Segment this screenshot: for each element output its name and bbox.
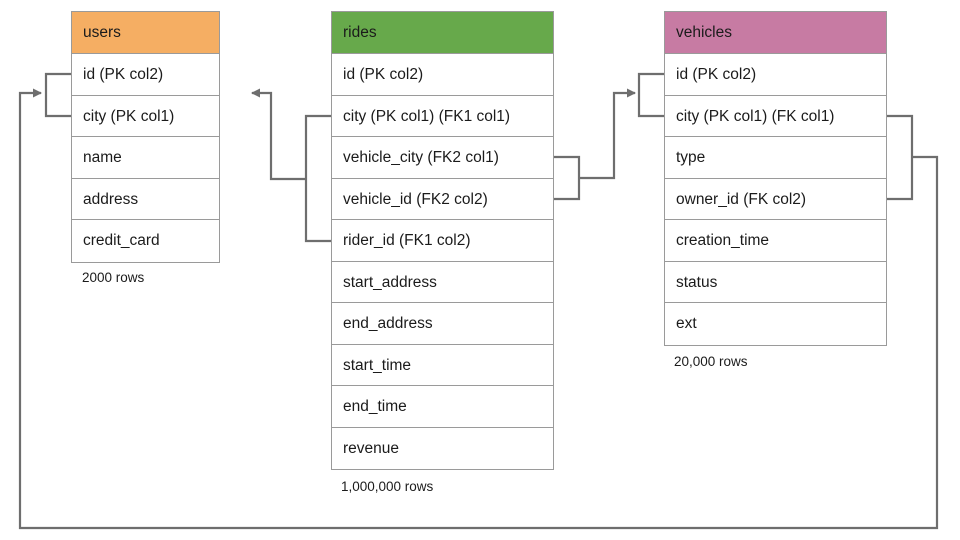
connector-rides-fk2-to-vehicles: [554, 72, 664, 201]
table-users-column-credit-card[interactable]: credit_card: [72, 220, 219, 262]
table-rides-column-vehicle-city[interactable]: vehicle_city (FK2 col1): [332, 137, 553, 179]
table-rides-column-end-address[interactable]: end_address: [332, 303, 553, 345]
table-vehicles[interactable]: vehicles id (PK col2) city (PK col1) (FK…: [664, 11, 887, 346]
table-users-header: users: [72, 12, 219, 54]
table-users-column-id[interactable]: id (PK col2): [72, 54, 219, 96]
table-rides-column-start-time[interactable]: start_time: [332, 344, 553, 386]
table-vehicles-column-status[interactable]: status: [665, 261, 886, 303]
table-rides-column-rider-id[interactable]: rider_id (FK1 col2): [332, 220, 553, 262]
table-rides-column-start-address[interactable]: start_address: [332, 261, 553, 303]
table-users[interactable]: users id (PK col2) city (PK col1) name a…: [71, 11, 220, 263]
table-users-row-count: 2000 rows: [82, 270, 145, 285]
table-users-column-name[interactable]: name: [72, 137, 219, 179]
table-rides-column-vehicle-id[interactable]: vehicle_id (FK2 col2): [332, 178, 553, 220]
table-vehicles-column-type[interactable]: type: [665, 137, 886, 179]
table-vehicles-row-count: 20,000 rows: [674, 354, 748, 369]
table-vehicles-column-id[interactable]: id (PK col2): [665, 54, 886, 96]
table-rides-row-count: 1,000,000 rows: [341, 479, 434, 494]
table-rides-column-city[interactable]: city (PK col1) (FK1 col1): [332, 95, 553, 137]
table-vehicles-column-ext[interactable]: ext: [665, 303, 886, 345]
table-rides-column-revenue[interactable]: revenue: [332, 427, 553, 469]
table-vehicles-column-owner-id[interactable]: owner_id (FK col2): [665, 178, 886, 220]
table-users-column-city[interactable]: city (PK col1): [72, 95, 219, 137]
table-rides[interactable]: rides id (PK col2) city (PK col1) (FK1 c…: [331, 11, 554, 470]
table-rides-column-end-time[interactable]: end_time: [332, 386, 553, 428]
table-rides-column-id[interactable]: id (PK col2): [332, 54, 553, 96]
table-vehicles-column-creation-time[interactable]: creation_time: [665, 220, 886, 262]
table-users-column-address[interactable]: address: [72, 178, 219, 220]
table-vehicles-header: vehicles: [665, 12, 886, 54]
table-rides-header: rides: [332, 12, 553, 54]
table-vehicles-column-city[interactable]: city (PK col1) (FK col1): [665, 95, 886, 137]
